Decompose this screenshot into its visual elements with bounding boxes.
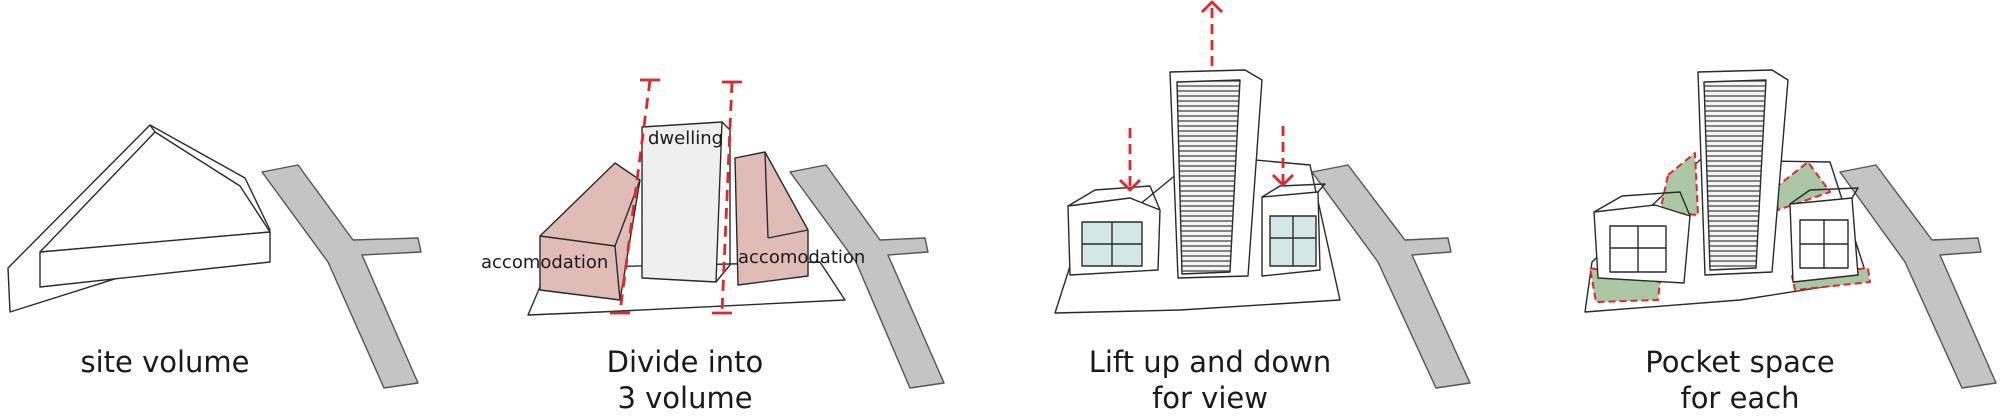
caption-line-1: site volume bbox=[80, 345, 250, 379]
panel-lift bbox=[1054, 0, 1471, 389]
accommodation-block-right bbox=[734, 151, 809, 286]
panel-pocket bbox=[1584, 69, 1997, 389]
caption-line-1: Pocket space bbox=[1645, 345, 1835, 379]
site-volume-top bbox=[39, 131, 271, 253]
label-dwelling: dwelling bbox=[648, 128, 724, 149]
caption-line-1: Lift up and down bbox=[1088, 345, 1332, 379]
arrow-down-icon bbox=[1119, 128, 1141, 192]
tower-facade-hatch bbox=[1176, 79, 1241, 275]
pocket-space bbox=[1774, 161, 1831, 211]
caption-pocket: Pocket space for each bbox=[1595, 344, 1885, 416]
caption-lift: Lift up and down for view bbox=[1060, 344, 1360, 416]
arrow-down-icon bbox=[1272, 126, 1294, 187]
tower-facade-hatch bbox=[1703, 79, 1767, 271]
label-accommodation-right: accomodation bbox=[738, 247, 866, 268]
caption-line-2: for view bbox=[1152, 381, 1268, 415]
caption-line-2: 3 volume bbox=[617, 381, 753, 415]
caption-divide: Divide into 3 volume bbox=[560, 344, 810, 416]
arrow-up-icon bbox=[1201, 0, 1223, 66]
road-shape bbox=[1839, 164, 1997, 389]
caption-line-2: for each bbox=[1680, 381, 1800, 415]
road-shape bbox=[261, 164, 422, 389]
dashed-cut-line-icon bbox=[712, 80, 742, 315]
caption-site-volume: site volume bbox=[40, 344, 290, 380]
panel-site-volume bbox=[7, 124, 422, 389]
pocket-space bbox=[1659, 152, 1699, 216]
road-shape bbox=[1311, 164, 1471, 389]
dashed-cut-line-icon bbox=[610, 78, 660, 315]
panel-divide bbox=[527, 78, 945, 389]
road-shape bbox=[789, 164, 945, 389]
site-volume-side bbox=[39, 231, 271, 288]
caption-line-1: Divide into bbox=[606, 345, 764, 379]
label-accommodation-left: accomodation bbox=[481, 252, 609, 273]
accommodation-block-left bbox=[539, 162, 641, 301]
